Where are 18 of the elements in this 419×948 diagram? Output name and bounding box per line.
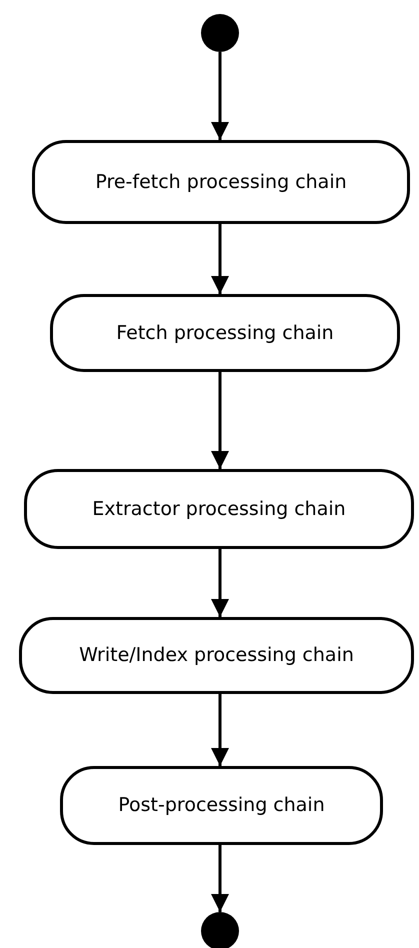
activity-label: Pre-fetch processing chain bbox=[95, 170, 347, 194]
activity-label: Write/Index processing chain bbox=[79, 644, 354, 667]
activity-box bbox=[19, 617, 414, 694]
node-dot bbox=[201, 14, 239, 52]
arrow bbox=[211, 845, 229, 912]
activity-label: Post-processing chain bbox=[118, 794, 325, 817]
arrow bbox=[211, 52, 229, 140]
activity-box bbox=[60, 766, 383, 845]
arrow bbox=[211, 694, 229, 766]
activity-box bbox=[50, 294, 400, 372]
arrow bbox=[211, 372, 229, 469]
node-dot bbox=[201, 912, 239, 948]
arrow bbox=[211, 549, 229, 617]
activity-label: Fetch processing chain bbox=[116, 322, 334, 344]
activity-box bbox=[24, 469, 414, 549]
activity-box bbox=[32, 140, 410, 224]
arrow bbox=[211, 224, 229, 294]
activity-label: Extractor processing chain bbox=[92, 498, 346, 520]
